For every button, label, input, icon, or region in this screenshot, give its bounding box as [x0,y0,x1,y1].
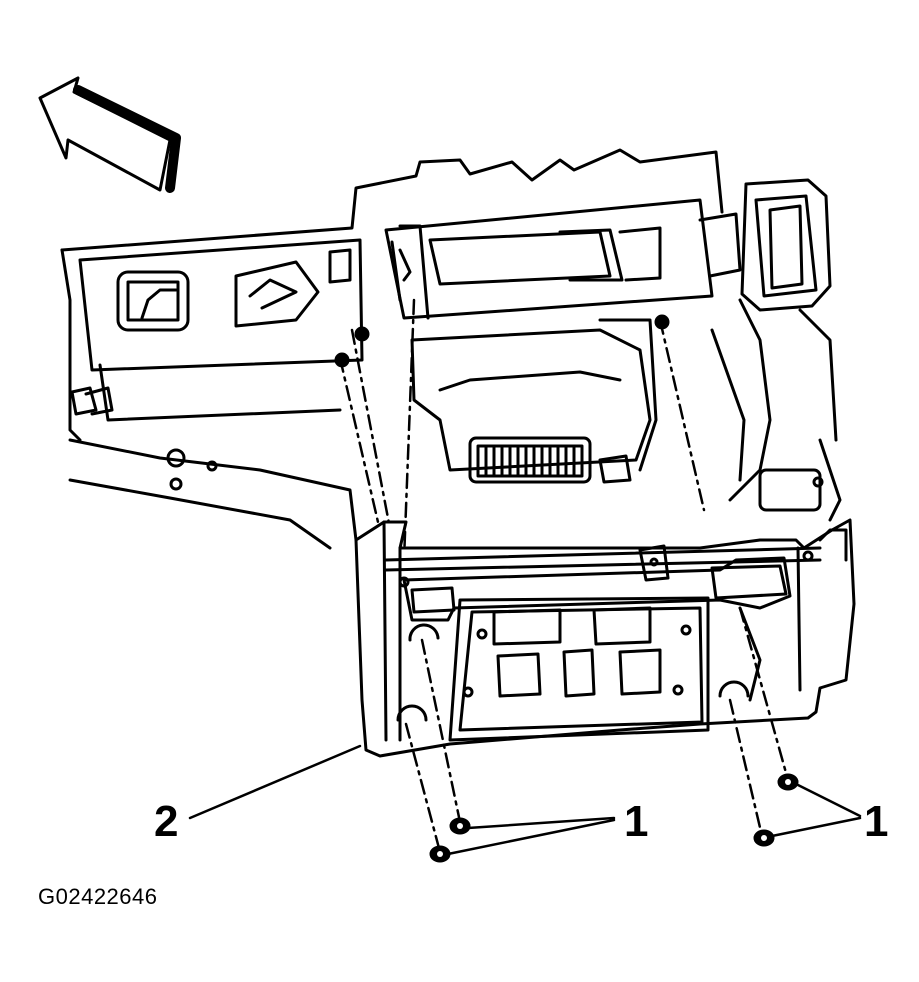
callout-2: 2 [154,797,179,846]
callout-1-right: 1 [864,797,889,846]
instrument-panel-housing [60,148,724,550]
mounting-bracket [354,518,856,758]
hvac-module [384,198,742,484]
alignment-lines-lower [404,606,790,854]
callout-1-left: 1 [624,797,649,846]
leader-lines [188,744,862,856]
figure-id-label: G02422646 [38,884,158,909]
front-direction-arrow-icon [38,76,181,193]
air-duct [710,178,842,522]
upper-stud-icon [334,314,670,368]
